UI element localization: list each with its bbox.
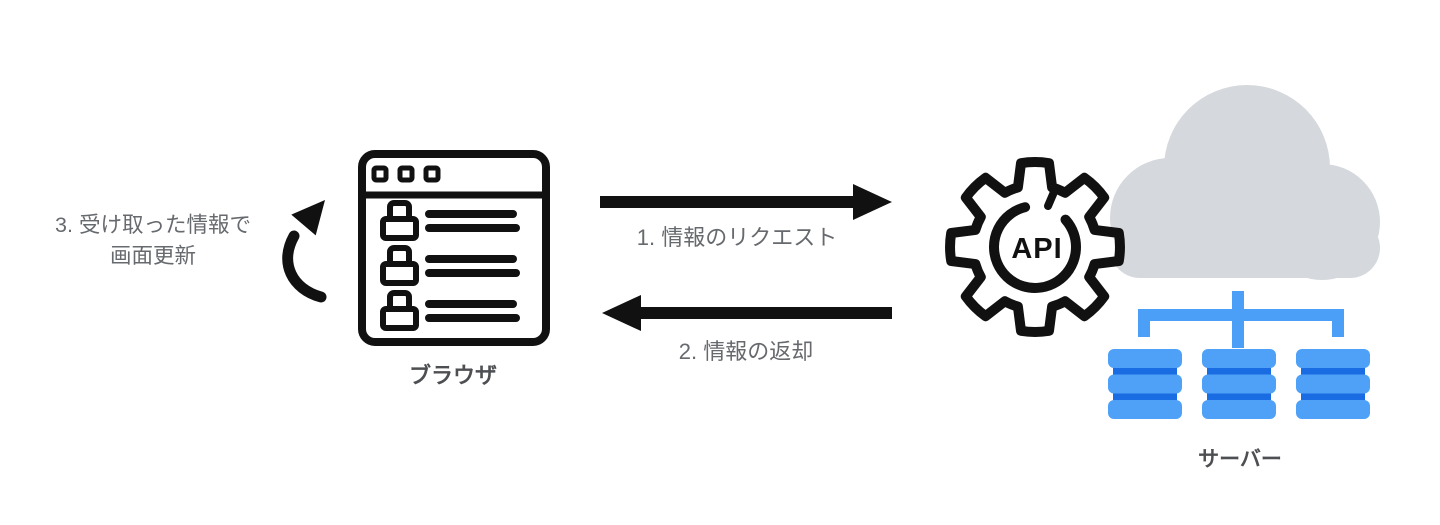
update-arrow-icon <box>282 200 327 303</box>
update-note-line2: 画面更新 <box>109 244 196 268</box>
lock-icon <box>380 200 419 241</box>
response-arrow-icon <box>602 295 892 331</box>
browser-label: ブラウザ <box>408 363 497 388</box>
update-note-label: 3. 受け取った情報で 画面更新 <box>33 210 273 272</box>
cloud-icon <box>1110 85 1380 280</box>
server-connector <box>1138 291 1344 348</box>
server-label: サーバー <box>1198 448 1282 471</box>
database-stack <box>1202 349 1276 419</box>
response-arrow-label: 2. 情報の返却 <box>678 339 814 364</box>
browser-icon <box>358 150 550 346</box>
browser-list-rows <box>380 200 520 331</box>
update-note-line1: 3. 受け取った情報で <box>55 213 251 237</box>
lock-icon <box>380 290 419 331</box>
browser-titlebar-buttons <box>371 165 441 183</box>
database-stack <box>1296 349 1370 419</box>
database-stack <box>1108 349 1182 419</box>
request-arrow-icon <box>600 184 892 220</box>
lock-icon <box>380 245 419 286</box>
api-gear-text: API <box>1011 233 1062 265</box>
api-gear-icon: API <box>945 157 1125 337</box>
request-arrow-label: 1. 情報のリクエスト <box>636 225 838 250</box>
